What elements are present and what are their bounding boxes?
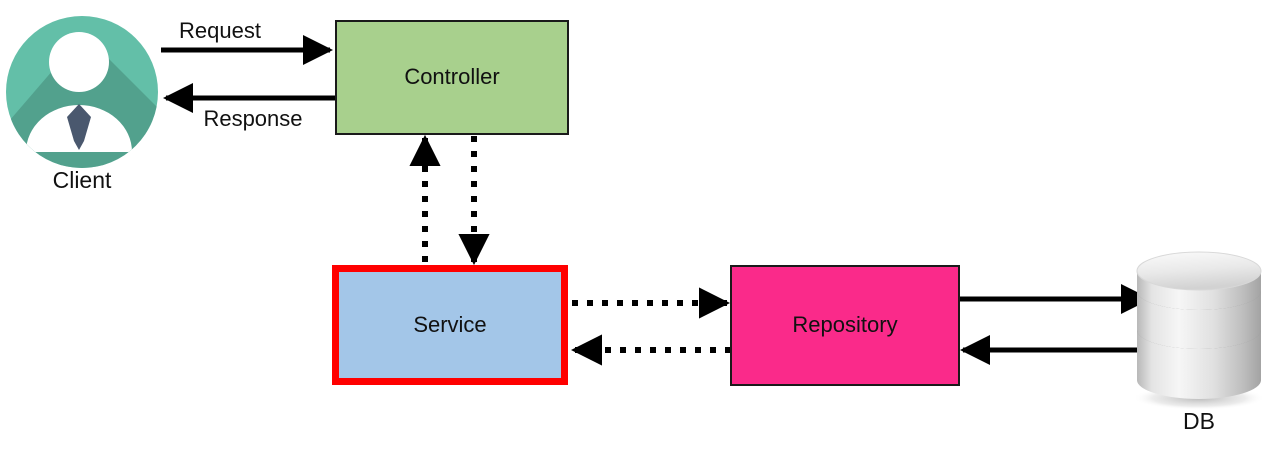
- edge-controller-to-client: Response: [163, 83, 336, 131]
- database-cylinder-icon: [1136, 251, 1262, 399]
- service-label: Service: [413, 312, 486, 337]
- repository-node[interactable]: Repository: [730, 265, 960, 386]
- db-label: DB: [1183, 408, 1215, 434]
- edge-client-to-controller: Request: [161, 18, 333, 65]
- controller-label: Controller: [404, 64, 499, 89]
- service-box: [332, 265, 568, 385]
- repository-label: Repository: [792, 312, 897, 337]
- user-avatar-icon: [26, 32, 132, 152]
- client-label: Client: [53, 167, 112, 193]
- request-label: Request: [179, 18, 261, 43]
- db-node[interactable]: DB: [1133, 251, 1265, 434]
- response-label: Response: [203, 106, 302, 131]
- controller-box: [335, 20, 569, 135]
- controller-node[interactable]: Controller: [335, 20, 569, 135]
- repository-box: [730, 265, 960, 386]
- service-node[interactable]: Service: [332, 265, 568, 385]
- client-node[interactable]: Client: [6, 16, 168, 193]
